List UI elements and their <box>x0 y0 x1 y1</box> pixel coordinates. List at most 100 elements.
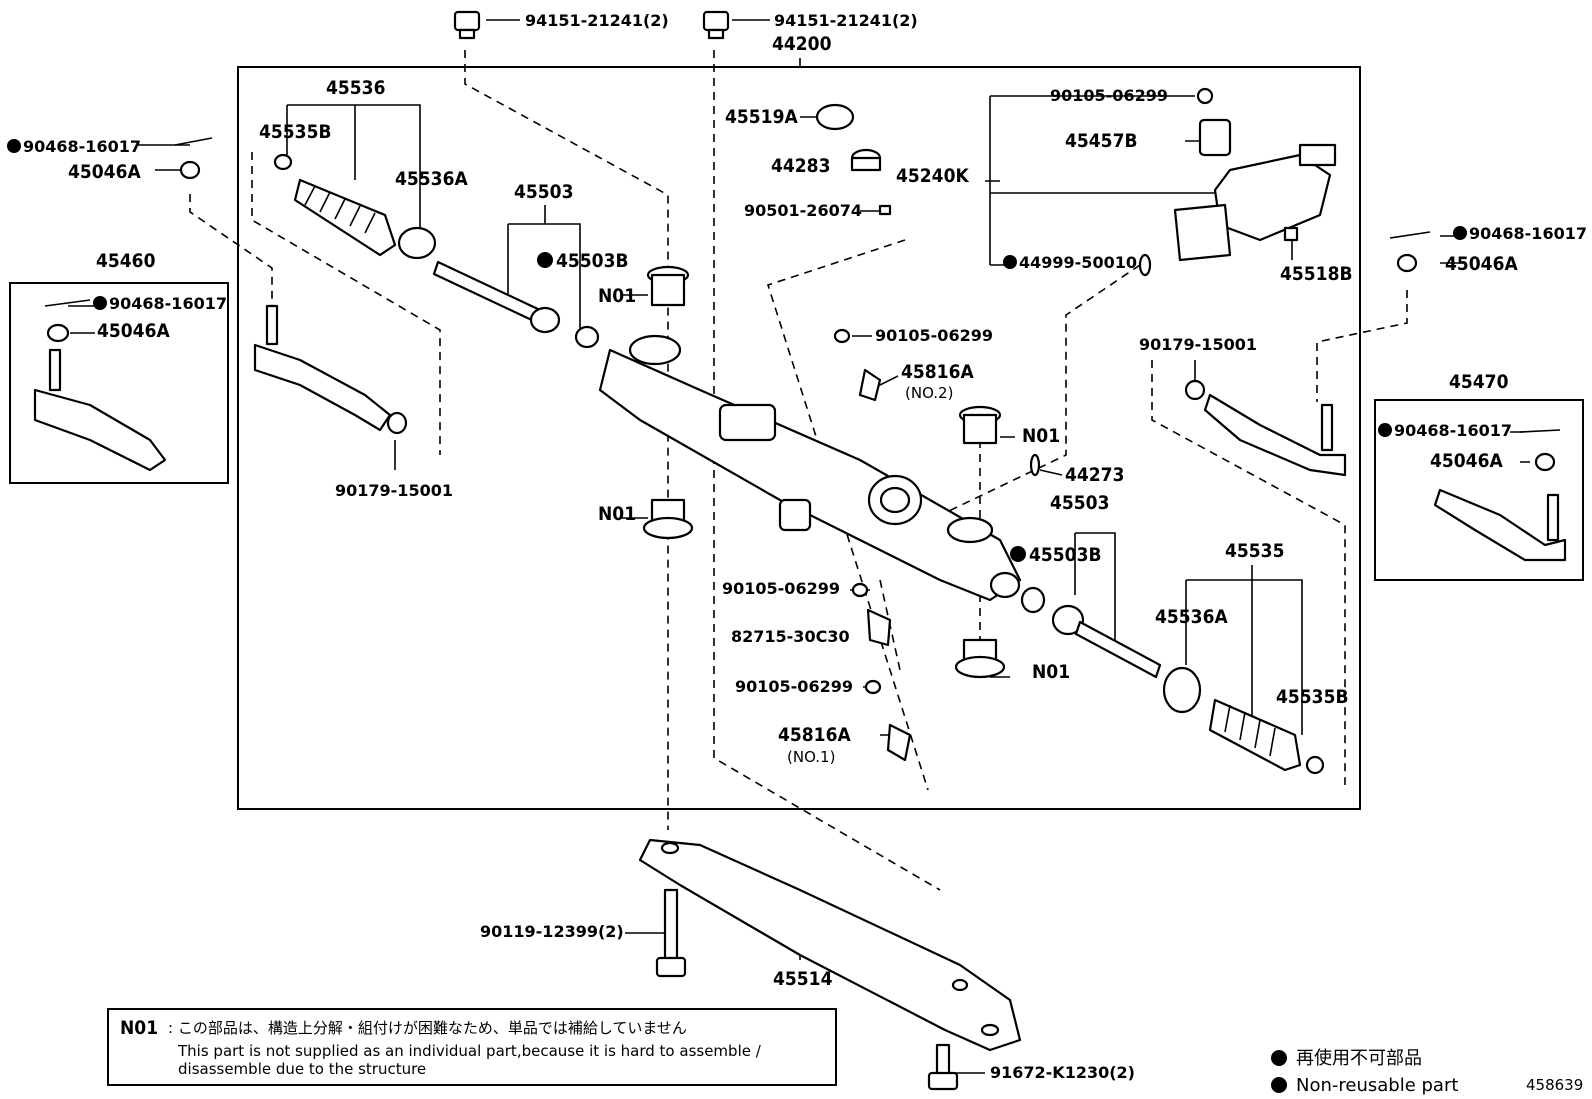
oring-icon <box>1138 253 1152 277</box>
bracket-bolt-lower-icon <box>864 679 882 695</box>
non-reusable-marker <box>93 296 107 310</box>
clamp-left-large-icon <box>397 226 437 260</box>
label-valve-bolt-top: 90105-06299 <box>1050 86 1168 105</box>
crossmember-bolt-icon <box>655 888 687 978</box>
label-valve-bolt-right: 45518B <box>1280 263 1353 285</box>
bushing-top-left-icon <box>646 265 690 307</box>
legend: 再使用不可部品 Non-reusable part <box>1271 1048 1458 1096</box>
non-reusable-marker <box>537 252 553 268</box>
label-nut-left-end: 90179-15001 <box>335 481 453 500</box>
label-clamp-right-large: 45536A <box>1155 606 1228 628</box>
crossmember-icon <box>638 838 1022 1052</box>
clamp-right-large-icon <box>1162 666 1202 714</box>
label-valve-assembly: 45240K <box>896 165 969 187</box>
label-nut-right: 45046A <box>1445 253 1518 275</box>
label-boot-right-group: 45535 <box>1225 540 1284 562</box>
label-cotter-pin-left: 90468-16017 <box>23 137 141 156</box>
label-boot-left-group: 45536 <box>326 77 385 99</box>
label-nut-left: 45046A <box>68 161 141 183</box>
label-bracket-bolt-lower: 90105-06299 <box>735 677 853 696</box>
label-assembly-main: 44200 <box>772 33 832 55</box>
diagram-id: 458639 <box>1526 1076 1583 1094</box>
label-tie-rod-end-left-group: 45460 <box>96 250 156 272</box>
cotter-pin-left-box-icon <box>44 299 91 307</box>
non-reusable-marker <box>1453 226 1467 240</box>
nut-left-end-icon <box>386 411 408 435</box>
sensor-bolt-icon <box>851 582 869 598</box>
label-washer-right: 45503B <box>1029 544 1102 566</box>
tie-rod-end-left-box <box>9 282 229 484</box>
label-nut-right-box: 45046A <box>1430 450 1503 472</box>
label-bracket-no2-note: (NO.2) <box>905 384 953 402</box>
note-code: N01 <box>120 1017 158 1039</box>
label-tie-rod-end-right-group: 45470 <box>1449 371 1509 393</box>
non-reusable-marker <box>1010 546 1026 562</box>
label-valve-housing: 45457B <box>1065 130 1138 152</box>
label-bushing-bottom-left: N01 <box>598 503 636 525</box>
seal-top-icon <box>815 103 855 131</box>
label-clamp-right-small: 45535B <box>1276 686 1349 708</box>
bolt-top-right-icon <box>702 10 730 40</box>
note-jp: : この部品は、構造上分解・組付けが困難なため、単品では補給していません <box>168 1019 687 1037</box>
bolt-top-left-icon <box>453 10 481 40</box>
clamp-right-small-icon <box>1305 755 1325 775</box>
tie-rod-end-box-left-icon <box>33 348 167 472</box>
label-oring: 44999-50010 <box>1019 253 1137 272</box>
note: N01 : この部品は、構造上分解・組付けが困難なため、単品では補給していません… <box>120 1017 762 1078</box>
part-labels: 94151-21241(2) 94151-21241(2) 44200 4553… <box>7 11 1587 1082</box>
tie-rod-right-icon <box>1051 604 1162 679</box>
plug-icon <box>878 204 892 216</box>
clamp-left-small-icon <box>273 153 293 171</box>
valve-assembly-icon <box>1173 118 1337 262</box>
nut-left-icon <box>179 160 201 180</box>
label-bolt-top-right: 94151-21241(2) <box>774 11 918 30</box>
label-bracket-bolt-upper: 90105-06299 <box>875 326 993 345</box>
crossmember-bolt-right-icon <box>927 1043 959 1091</box>
nut-left-box-icon <box>46 323 70 343</box>
bushing-bottom-left-icon <box>642 498 694 540</box>
label-crossmember-bolt-right: 91672-K1230(2) <box>990 1063 1135 1082</box>
note-box <box>107 1008 837 1086</box>
cotter-pin-right-icon <box>1389 231 1431 239</box>
label-bushing-top-left: N01 <box>598 285 636 307</box>
label-cap: 44283 <box>771 155 830 177</box>
tie-rod-left-icon <box>432 260 561 334</box>
non-reusable-marker <box>1378 423 1392 437</box>
bracket-bolt-upper-icon <box>833 328 851 344</box>
label-cotter-pin-right: 90468-16017 <box>1469 224 1587 243</box>
tie-rod-end-left-icon <box>253 304 392 432</box>
label-bushing-center: N01 <box>1022 425 1060 447</box>
rack-housing-icon <box>598 334 1022 602</box>
label-bracket-no1-note: (NO.1) <box>787 748 835 766</box>
bushing-center-icon <box>958 405 1002 445</box>
label-seal-top: 45519A <box>725 106 798 128</box>
sensor-icon <box>866 608 892 647</box>
label-tie-rod-right-group: 45503 <box>1050 492 1109 514</box>
legend-jp: 再使用不可部品 <box>1296 1048 1422 1069</box>
parts <box>33 10 1567 1091</box>
washer-left-icon <box>574 325 600 349</box>
bracket-no2-icon <box>858 368 882 402</box>
tie-rod-end-right-box <box>1374 399 1584 581</box>
note-en-line2: disassemble due to the structure <box>178 1060 426 1078</box>
label-washer-left: 45503B <box>556 250 629 272</box>
label-cotter-pin-right-box: 90468-16017 <box>1394 421 1512 440</box>
label-oring-center: 44273 <box>1065 464 1124 486</box>
note-en-line1: This part is not supplied as an individu… <box>177 1042 762 1060</box>
label-clamp-left-small: 45535B <box>259 121 332 143</box>
label-crossmember: 45514 <box>773 968 833 990</box>
washer-right-icon <box>1020 586 1046 614</box>
assembly-frame <box>237 66 1361 810</box>
label-bushing-bottom-right: N01 <box>1032 661 1070 683</box>
cotter-pin-right-box-icon <box>1519 429 1561 433</box>
non-reusable-marker <box>1003 255 1017 269</box>
nut-right-icon <box>1396 253 1418 273</box>
label-bracket-no2: 45816A <box>901 361 974 383</box>
tie-rod-end-right-icon <box>1203 393 1347 477</box>
label-nut-right-end: 90179-15001 <box>1139 335 1257 354</box>
legend-marker <box>1271 1050 1287 1066</box>
label-bolt-top-left: 94151-21241(2) <box>525 11 669 30</box>
bushing-bottom-right-icon <box>954 638 1006 679</box>
nut-right-end-icon <box>1184 379 1206 401</box>
cotter-pin-left-icon <box>174 137 213 146</box>
